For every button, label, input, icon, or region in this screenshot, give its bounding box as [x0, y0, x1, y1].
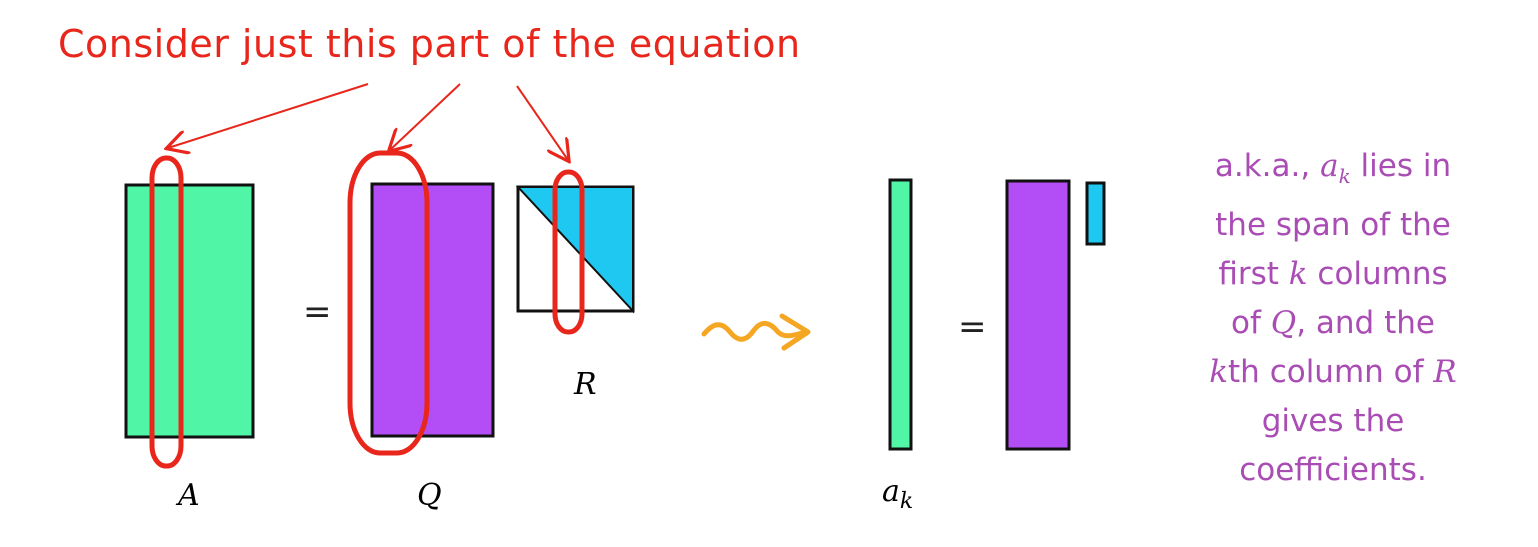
- explanation-note: a.k.a., ak lies in the span of the first…: [1135, 142, 1531, 495]
- note-line-3-post: columns: [1307, 256, 1448, 293]
- squiggle-arrow: [701, 321, 809, 342]
- note-line-1-pre: a.k.a.,: [1214, 148, 1321, 184]
- note-line-1-math-a: a: [1320, 148, 1339, 184]
- highlight-column-r: [552, 169, 585, 335]
- note-line-1-math-k: k: [1338, 164, 1351, 189]
- note-line-5: kth column of R: [1135, 348, 1531, 397]
- label-a-k-base: a: [882, 474, 900, 509]
- note-line-4-pre: of: [1231, 305, 1271, 342]
- label-q: Q: [417, 478, 442, 513]
- matrix-a: [124, 183, 255, 439]
- r-kth-column-entries: [1085, 181, 1106, 246]
- note-line-1: a.k.a., ak lies in: [1135, 142, 1531, 201]
- note-line-3: first k columns: [1135, 250, 1531, 299]
- squiggle-arrowhead: [779, 313, 811, 351]
- note-line-1-post: lies in: [1350, 148, 1452, 184]
- note-line-7: coefficients.: [1239, 452, 1427, 489]
- note-line-2: the span of the: [1215, 207, 1451, 244]
- note-line-6: gives the: [1261, 403, 1405, 440]
- equals-sign-left: =: [303, 292, 332, 332]
- note-line-4-math: Q: [1270, 305, 1297, 342]
- note-line-4-post: , and the: [1296, 305, 1435, 342]
- matrix-q: [370, 182, 495, 438]
- note-line-5-mid: th column of: [1228, 354, 1434, 391]
- arrow-to-r: [516, 85, 568, 160]
- matrix-r-upper-triangle: [515, 186, 634, 314]
- highlight-column-a: [149, 155, 184, 469]
- arrow-to-a: [168, 83, 369, 148]
- label-a-k: ak: [882, 474, 913, 514]
- label-a: A: [178, 478, 200, 513]
- note-line-5-math-r: R: [1433, 354, 1457, 391]
- note-line-4: of Q, and the: [1135, 299, 1531, 348]
- label-a-k-subscript: k: [899, 489, 914, 514]
- headline-text: Consider just this part of the equation: [58, 22, 801, 66]
- note-line-3-math: k: [1288, 256, 1308, 293]
- matrix-q-first-k-columns: [1005, 179, 1071, 451]
- note-line-3-pre: first: [1218, 256, 1289, 293]
- vector-a-k: [888, 178, 913, 451]
- note-line-5-math-k: k: [1209, 354, 1229, 391]
- equals-sign-right: =: [958, 307, 987, 347]
- label-r: R: [574, 367, 597, 402]
- arrow-to-q: [390, 83, 461, 150]
